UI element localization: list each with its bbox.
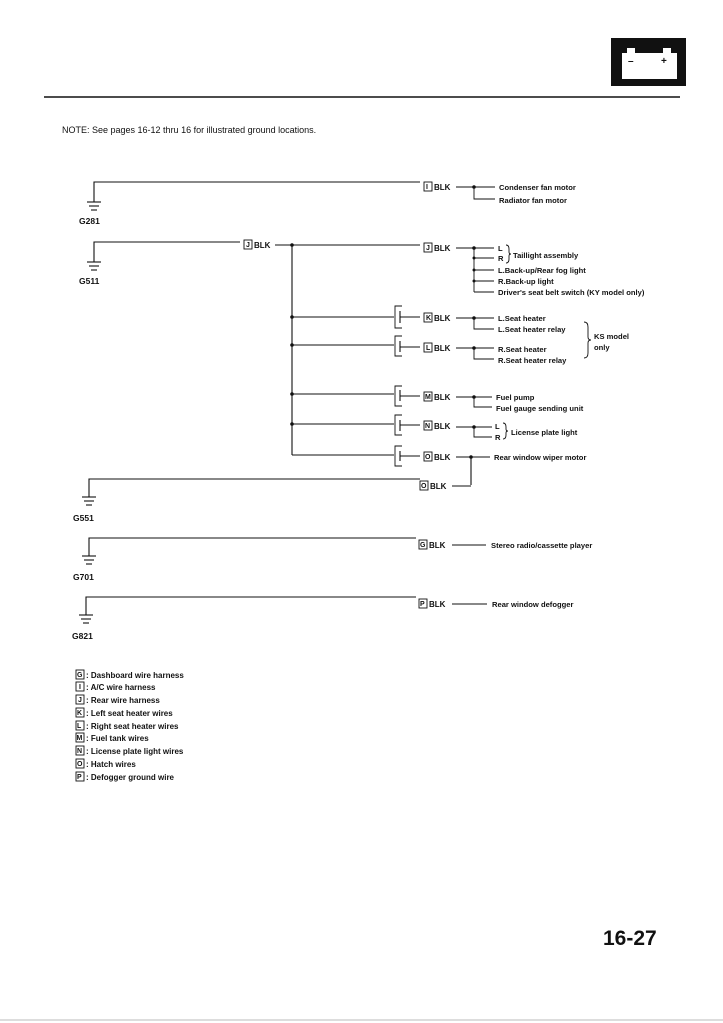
svg-text:O: O: [425, 454, 431, 461]
ground-g821: G821 P BLK: [72, 596, 487, 641]
svg-text:I: I: [426, 184, 428, 191]
svg-text:: A/C wire harness: : A/C wire harness: [86, 683, 156, 692]
ground-label: G551: [73, 513, 94, 523]
ks-brace: [583, 321, 592, 359]
wire-color-label: BLK: [430, 482, 447, 491]
svg-text:P: P: [420, 601, 425, 608]
brace: [505, 244, 512, 264]
legend-item: M : Fuel tank wires: [75, 732, 149, 743]
svg-text:G: G: [420, 542, 426, 549]
ground-g281: G281: [79, 181, 420, 226]
load-taillight-l: L: [498, 244, 503, 253]
ground-label: G511: [79, 276, 100, 286]
connector-m: M BLK: [290, 385, 492, 408]
load-l-backup-fog-light: L.Back-up/Rear fog light: [498, 266, 586, 275]
legend-item: P : Defogger ground wire: [75, 771, 175, 782]
note-text: NOTE: See pages 16-12 thru 16 for illust…: [62, 125, 316, 135]
legend: G : Dashboard wire harness I : A/C wire …: [75, 669, 184, 782]
load-taillight-r: R: [498, 254, 504, 263]
load-license-plate-light: License plate light: [511, 428, 578, 437]
svg-text:L: L: [426, 345, 431, 352]
connector-j-branch: J BLK: [423, 242, 494, 293]
svg-text:O: O: [421, 483, 427, 490]
legend-item: J : Rear wire harness: [75, 694, 160, 705]
load-license-l: L: [495, 422, 500, 431]
svg-text:: Left seat heater wires: : Left seat heater wires: [86, 709, 173, 718]
load-r-seat-heater: R.Seat heater: [498, 345, 547, 354]
page-number: 16-27: [603, 927, 657, 950]
load-condenser-fan-motor: Condenser fan motor: [499, 183, 576, 192]
legend-item: N : License plate light wires: [75, 745, 184, 756]
wire-color-label: BLK: [429, 541, 446, 550]
ks-model-note: KS model: [594, 332, 629, 341]
load-seat-belt-switch: Driver's seat belt switch (KY model only…: [498, 288, 645, 297]
svg-text:I: I: [79, 684, 81, 691]
load-fuel-pump: Fuel pump: [496, 393, 535, 402]
load-r-backup-light: R.Back-up light: [498, 277, 554, 286]
brace: [502, 422, 509, 440]
legend-item: O : Hatch wires: [75, 758, 136, 769]
svg-text:J: J: [426, 245, 430, 252]
wire-color-label: BLK: [434, 183, 451, 192]
wire-color-label: BLK: [254, 241, 271, 250]
svg-text:: Fuel tank wires: : Fuel tank wires: [86, 734, 149, 743]
ground-g511: G511: [79, 241, 240, 286]
ground-g701: G701 G BLK: [73, 537, 486, 582]
svg-text:K: K: [426, 315, 431, 322]
ks-only-note: only: [594, 343, 610, 352]
svg-text:M: M: [77, 735, 83, 742]
svg-text:: Rear wire harness: : Rear wire harness: [86, 696, 160, 705]
load-taillight-assembly: Taillight assembly: [513, 251, 579, 260]
load-rear-window-defogger: Rear window defogger: [492, 600, 573, 609]
connector-o-branch: O BLK: [292, 445, 490, 485]
legend-item: K : Left seat heater wires: [75, 707, 173, 718]
wire-color-label: BLK: [434, 344, 451, 353]
ground-label: G821: [72, 631, 93, 641]
svg-text:: Hatch wires: : Hatch wires: [86, 760, 136, 769]
legend-item: L : Right seat heater wires: [75, 720, 179, 731]
wire-color-label: BLK: [434, 393, 451, 402]
wire-color-label: BLK: [434, 244, 451, 253]
connector-i: I BLK: [423, 181, 495, 200]
wire-color-label: BLK: [434, 453, 451, 462]
svg-text:L: L: [77, 723, 82, 730]
connector-k: K BLK: [290, 305, 494, 330]
load-fuel-gauge-sending-unit: Fuel gauge sending unit: [496, 404, 584, 413]
connector-n: N BLK: [290, 414, 492, 438]
svg-text:J: J: [78, 697, 82, 704]
wire-color-label: BLK: [434, 314, 451, 323]
legend-item: I : A/C wire harness: [75, 681, 156, 692]
svg-text:P: P: [77, 774, 82, 781]
battery-plus-sign: +: [661, 56, 667, 67]
svg-text:N: N: [77, 748, 82, 755]
svg-text:: Dashboard wire harness: : Dashboard wire harness: [86, 671, 184, 680]
svg-text:: Right seat heater wires: : Right seat heater wires: [86, 722, 179, 731]
svg-text:J: J: [246, 242, 250, 249]
battery-icon: – +: [611, 38, 686, 86]
load-radiator-fan-motor: Radiator fan motor: [499, 196, 567, 205]
svg-text:K: K: [77, 710, 82, 717]
svg-text:: Defogger ground wire: : Defogger ground wire: [86, 773, 175, 782]
battery-minus-sign: –: [628, 56, 634, 67]
ground-label: G281: [79, 216, 100, 226]
svg-text:M: M: [425, 394, 431, 401]
wire-color-label: BLK: [434, 422, 451, 431]
svg-text:N: N: [425, 423, 430, 430]
load-l-seat-heater-relay: L.Seat heater relay: [498, 325, 566, 334]
svg-text:: License plate light wires: : License plate light wires: [86, 747, 184, 756]
load-l-seat-heater: L.Seat heater: [498, 314, 546, 323]
connector-j-main: J BLK: [243, 239, 420, 250]
load-rear-window-wiper-motor: Rear window wiper motor: [494, 453, 586, 462]
load-license-r: R: [495, 433, 501, 442]
ground-g551: G551 O BLK: [73, 478, 471, 523]
connector-l: L BLK: [290, 335, 494, 360]
wire-color-label: BLK: [429, 600, 446, 609]
svg-text:O: O: [77, 761, 83, 768]
load-r-seat-heater-relay: R.Seat heater relay: [498, 356, 567, 365]
svg-text:G: G: [77, 672, 83, 679]
ground-label: G701: [73, 572, 94, 582]
legend-item: G : Dashboard wire harness: [75, 669, 184, 680]
load-stereo-radio-cassette: Stereo radio/cassette player: [491, 541, 592, 550]
